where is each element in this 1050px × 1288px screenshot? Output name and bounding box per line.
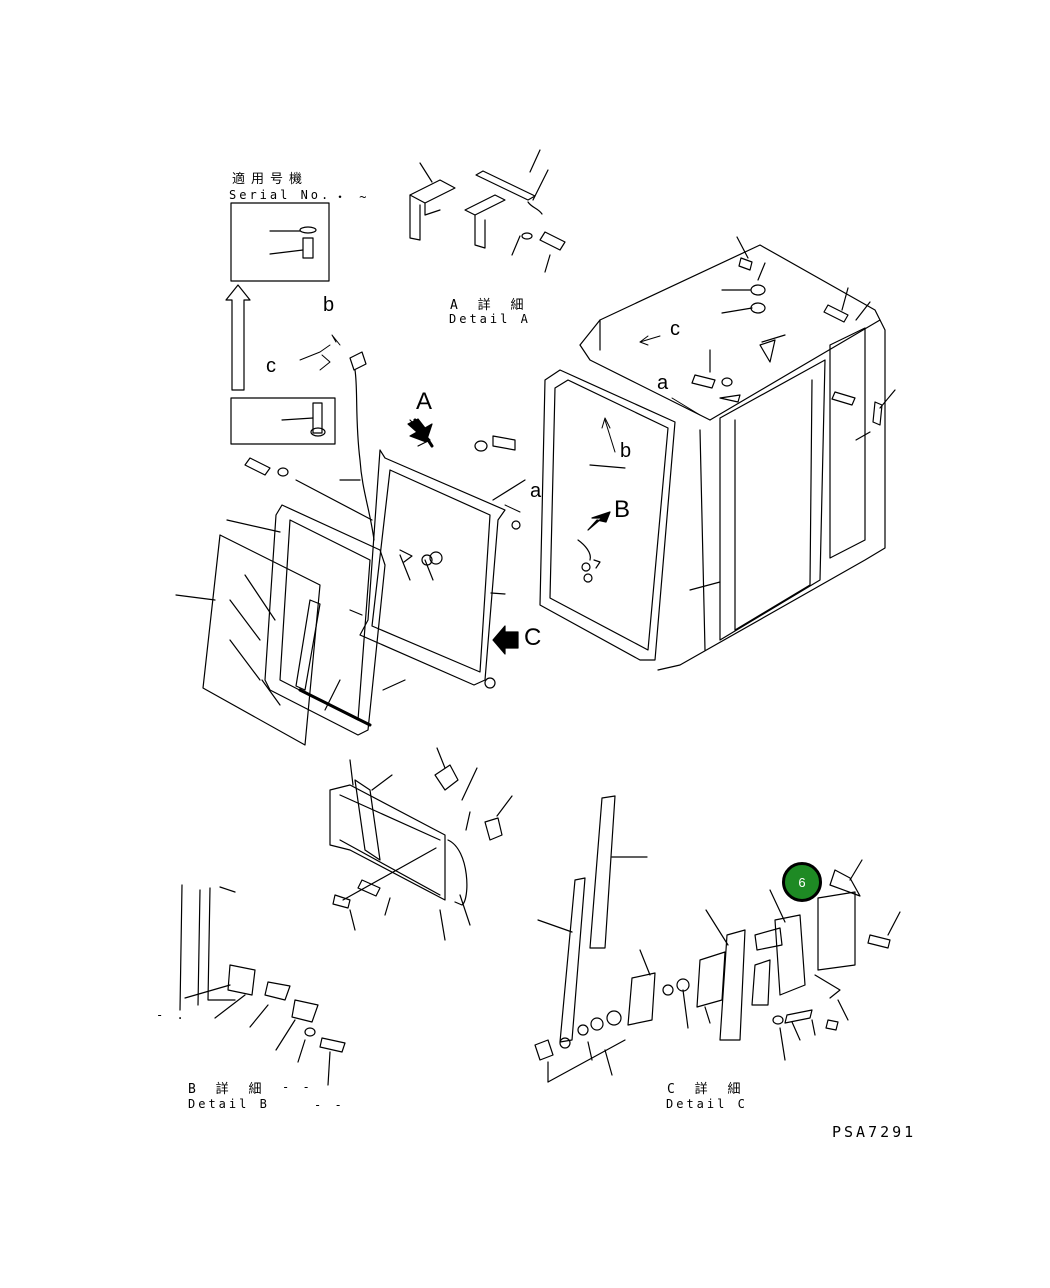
cab-body	[579, 244, 886, 671]
serial-box	[230, 202, 330, 282]
serial-jp-label: 適用号機	[232, 172, 309, 187]
small-dir-arrows	[299, 334, 701, 513]
detail-b-en-label: Detail B	[188, 1097, 270, 1111]
ref-label-c-cab: c	[670, 318, 680, 340]
detail-c-parts	[534, 795, 901, 1083]
window-seal	[264, 504, 386, 736]
leader-lines	[175, 479, 526, 711]
callout-badge[interactable]: 6	[782, 862, 822, 902]
detail-a-en-label: Detail A	[449, 312, 531, 326]
ref-label-c-left: c	[266, 355, 276, 377]
cable	[354, 369, 375, 541]
view-arrow-b	[587, 511, 611, 531]
detail-b-dash-2: - -	[314, 1098, 345, 1112]
detail-a-jp-label: A 詳 細	[450, 298, 530, 313]
view-label-c: C	[524, 624, 542, 651]
ref-label-a-door: a	[530, 480, 542, 502]
drawing-code: PSA7291	[832, 1123, 917, 1141]
old-part-box	[230, 397, 336, 445]
detail-c-jp-label: C 詳 細	[667, 1082, 747, 1097]
misc-dots: - .	[156, 1008, 187, 1022]
detail-b-jp-label: B 詳 細	[188, 1082, 268, 1097]
serial-range: ・ ~	[334, 190, 370, 204]
cab-fasteners	[589, 236, 896, 591]
detail-b-dash-1: - -	[282, 1080, 313, 1094]
detail-c-en-label: Detail C	[666, 1097, 748, 1111]
view-label-b: B	[614, 496, 631, 523]
ref-label-b-top: b	[323, 294, 335, 316]
serial-en-label: Serial No.	[229, 188, 332, 202]
ref-label-b-cab: b	[620, 440, 632, 462]
cable-tip	[349, 351, 367, 371]
latch-plate-detail	[329, 747, 513, 941]
bolt-washer-pair	[244, 457, 289, 477]
window-glass	[202, 534, 321, 746]
view-label-a: A	[416, 388, 433, 415]
up-arrow	[225, 284, 251, 391]
door-frame	[359, 418, 521, 689]
detail-b-parts	[179, 884, 346, 1086]
ref-label-a-cab: a	[657, 372, 669, 394]
view-arrow-c	[492, 625, 519, 655]
view-arrow-a	[407, 418, 433, 443]
door-seal-rim	[539, 369, 676, 661]
detail-a-parts	[409, 149, 566, 273]
door-lock-parts	[577, 539, 601, 583]
